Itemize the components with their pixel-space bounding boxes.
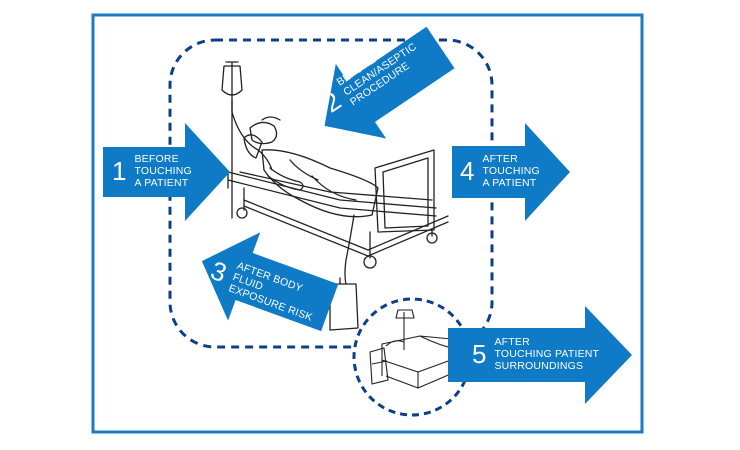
moment-4-line-2: TOUCHING (482, 165, 540, 177)
moment-4-line-1: AFTER (482, 153, 518, 165)
moment-1-line-3: A PATIENT (134, 177, 189, 189)
moment-4-number: 4 (460, 156, 475, 186)
moment-1-label: 1 BEFORE TOUCHING A PATIENT (112, 153, 192, 189)
moment-1-arrow (103, 123, 230, 221)
moment-5-label: 5 AFTER TOUCHING PATIENT SURROUNDINGS (472, 336, 599, 372)
moment-4-line-3: A PATIENT (482, 177, 537, 189)
moment-2-arrow (324, 26, 455, 139)
moment-4-arrow (452, 123, 570, 221)
moment-5-arrow (448, 306, 632, 404)
patient-bed-illustration (221, 61, 449, 331)
moment-5-line-2: TOUCHING PATIENT (494, 348, 600, 360)
outer-frame (91, 13, 644, 434)
moment-5-line-1: AFTER (494, 336, 530, 348)
moment-1-number: 1 (112, 156, 127, 186)
moment-3-arrow (201, 232, 339, 332)
moment-5-line-3: SURROUNDINGS (494, 360, 584, 372)
moment-1-line-1: BEFORE (134, 153, 179, 165)
moment-5-number: 5 (472, 339, 487, 369)
moment-1-line-2: TOUCHING (134, 165, 192, 177)
moment-4-label: 4 AFTER TOUCHING A PATIENT (460, 153, 540, 189)
